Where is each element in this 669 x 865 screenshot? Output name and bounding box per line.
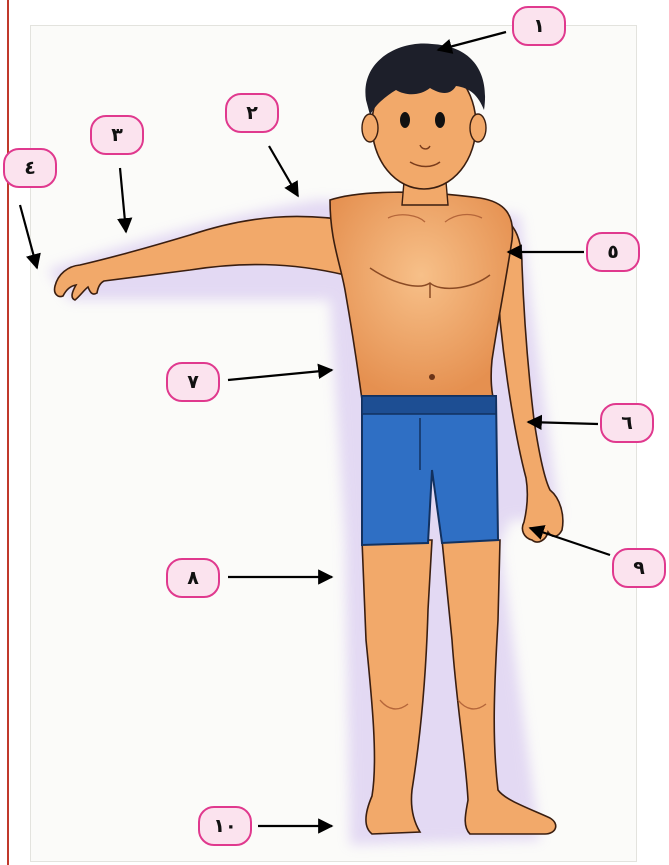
arrow-3 xyxy=(120,168,126,232)
label-1: ١ xyxy=(512,6,566,46)
arrow-1 xyxy=(438,32,506,50)
label-8: ٨ xyxy=(166,558,220,598)
label-9: ٩ xyxy=(612,548,666,588)
label-2: ٢ xyxy=(225,93,279,133)
label-3: ٣ xyxy=(90,115,144,155)
arrow-7 xyxy=(228,370,332,380)
shorts xyxy=(362,396,498,545)
label-5: ٥ xyxy=(586,232,640,272)
label-7: ٧ xyxy=(166,362,220,402)
arrow-4 xyxy=(20,205,37,268)
torso xyxy=(330,192,513,400)
arrow-2 xyxy=(269,146,298,196)
label-4: ٤ xyxy=(3,148,57,188)
head xyxy=(362,43,486,205)
label-10: ١٠ xyxy=(198,806,252,846)
label-6: ٦ xyxy=(600,403,654,443)
